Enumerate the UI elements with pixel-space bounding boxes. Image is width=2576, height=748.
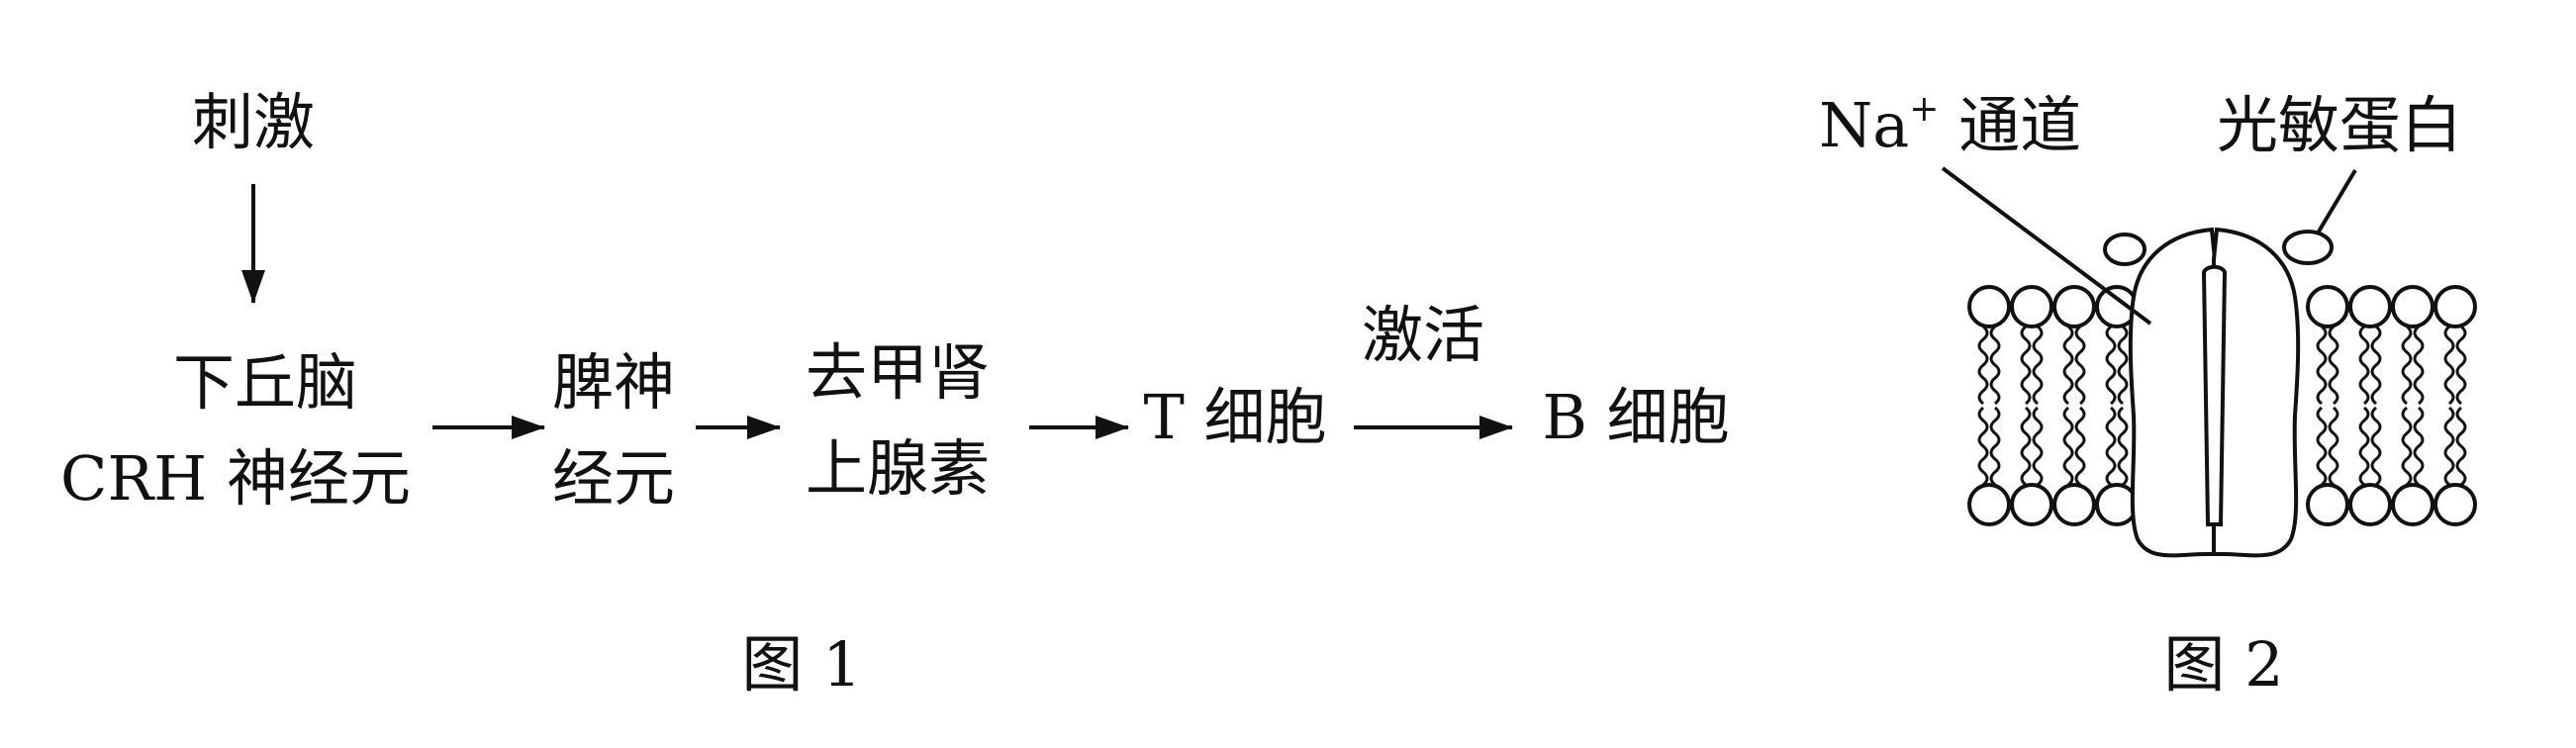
lipid-tail bbox=[2358, 406, 2370, 487]
phospholipid-head bbox=[2433, 285, 2477, 328]
lipid-tail bbox=[2117, 406, 2129, 487]
lipid-tail bbox=[2443, 325, 2455, 406]
phospholipid-head bbox=[2306, 483, 2349, 526]
phospholipid-head bbox=[2010, 483, 2053, 526]
t-cell-label: T 细胞 bbox=[1143, 381, 1326, 453]
channel-side-oval bbox=[2103, 233, 2147, 266]
lipid-tail bbox=[2455, 325, 2467, 406]
opsin-label: 光敏蛋白 bbox=[2217, 89, 2462, 161]
lipid-tail bbox=[2455, 406, 2467, 487]
lipid-tail bbox=[1977, 325, 1989, 406]
b-cell-label: B 细胞 bbox=[1542, 381, 1729, 453]
phospholipid-head bbox=[2306, 285, 2349, 328]
lipid-tail bbox=[2062, 325, 2074, 406]
lipid-tail bbox=[2401, 325, 2413, 406]
phospholipid-head bbox=[2348, 483, 2392, 526]
phospholipid-head bbox=[2010, 285, 2053, 328]
lipid-tail bbox=[2413, 325, 2425, 406]
activate-label: 激活 bbox=[1362, 299, 1484, 371]
na-channel-pointer bbox=[1941, 166, 2152, 326]
lipid-tail bbox=[2443, 406, 2455, 487]
phospholipid-head bbox=[2391, 483, 2434, 526]
lipid-tail bbox=[1977, 406, 1989, 487]
lipid-tail bbox=[2105, 406, 2117, 487]
phospholipid-head bbox=[1967, 285, 2011, 328]
norepinephrine-label-line1: 去甲肾 bbox=[806, 336, 990, 409]
phospholipid-head bbox=[2433, 483, 2477, 526]
phospholipid-head bbox=[2052, 483, 2096, 526]
lipid-tail bbox=[2032, 406, 2044, 487]
spleen-nerve-label-line1: 脾神 bbox=[552, 346, 675, 419]
opsin-protein bbox=[2282, 230, 2334, 265]
lipid-tail bbox=[2020, 325, 2032, 406]
channel-left-half bbox=[2128, 227, 2217, 558]
figure-2-caption: 图 2 bbox=[2163, 628, 2283, 701]
lipid-tail bbox=[2316, 406, 2328, 487]
lipid-tail bbox=[2020, 406, 2032, 487]
lipid-tail bbox=[1989, 406, 2001, 487]
lipid-tail bbox=[2117, 325, 2129, 406]
lipid-tail bbox=[2401, 406, 2413, 487]
lipid-tail bbox=[2328, 325, 2339, 406]
phospholipid-head bbox=[2052, 285, 2096, 328]
lipid-tail bbox=[2105, 325, 2117, 406]
opsin-pointer bbox=[2317, 168, 2357, 234]
figure-1-flowchart: 刺激 下丘脑 CRH 神经元 脾神 经元 去甲肾 上腺素 T 细胞 激活 B 细… bbox=[60, 86, 1730, 701]
norepinephrine-label-line2: 上腺素 bbox=[806, 432, 990, 505]
stimulus-label: 刺激 bbox=[192, 86, 315, 158]
lipid-tail bbox=[2358, 325, 2370, 406]
lipid-tail bbox=[1989, 325, 2001, 406]
lipid-tail bbox=[2074, 406, 2086, 487]
lipid-tail bbox=[2370, 406, 2382, 487]
phospholipid-head bbox=[2391, 285, 2434, 328]
lipid-tail bbox=[2370, 325, 2382, 406]
phospholipid-head bbox=[2348, 285, 2392, 328]
lipid-tail bbox=[2074, 325, 2086, 406]
channel-right-half bbox=[2212, 227, 2301, 558]
hypothalamus-label-line1: 下丘脑 bbox=[173, 346, 357, 419]
phospholipid-head bbox=[1967, 483, 2011, 526]
na-channel-protein bbox=[2128, 227, 2301, 558]
hypothalamus-label-line2: CRH 神经元 bbox=[60, 442, 411, 514]
lipid-bilayer bbox=[1967, 285, 2477, 526]
lipid-tail bbox=[2032, 325, 2044, 406]
lipid-tail bbox=[2328, 406, 2339, 487]
figure-1-caption: 图 1 bbox=[741, 628, 861, 701]
lipid-tail bbox=[2062, 406, 2074, 487]
spleen-nerve-label-line2: 经元 bbox=[552, 442, 675, 514]
figure-2-membrane: Na+ 通道 光敏蛋白 图 2 bbox=[1819, 89, 2477, 701]
lipid-tail bbox=[2413, 406, 2425, 487]
channel-pore bbox=[2201, 264, 2228, 526]
lipid-tail bbox=[2316, 325, 2328, 406]
na-channel-label: Na+ 通道 bbox=[1819, 89, 2081, 161]
